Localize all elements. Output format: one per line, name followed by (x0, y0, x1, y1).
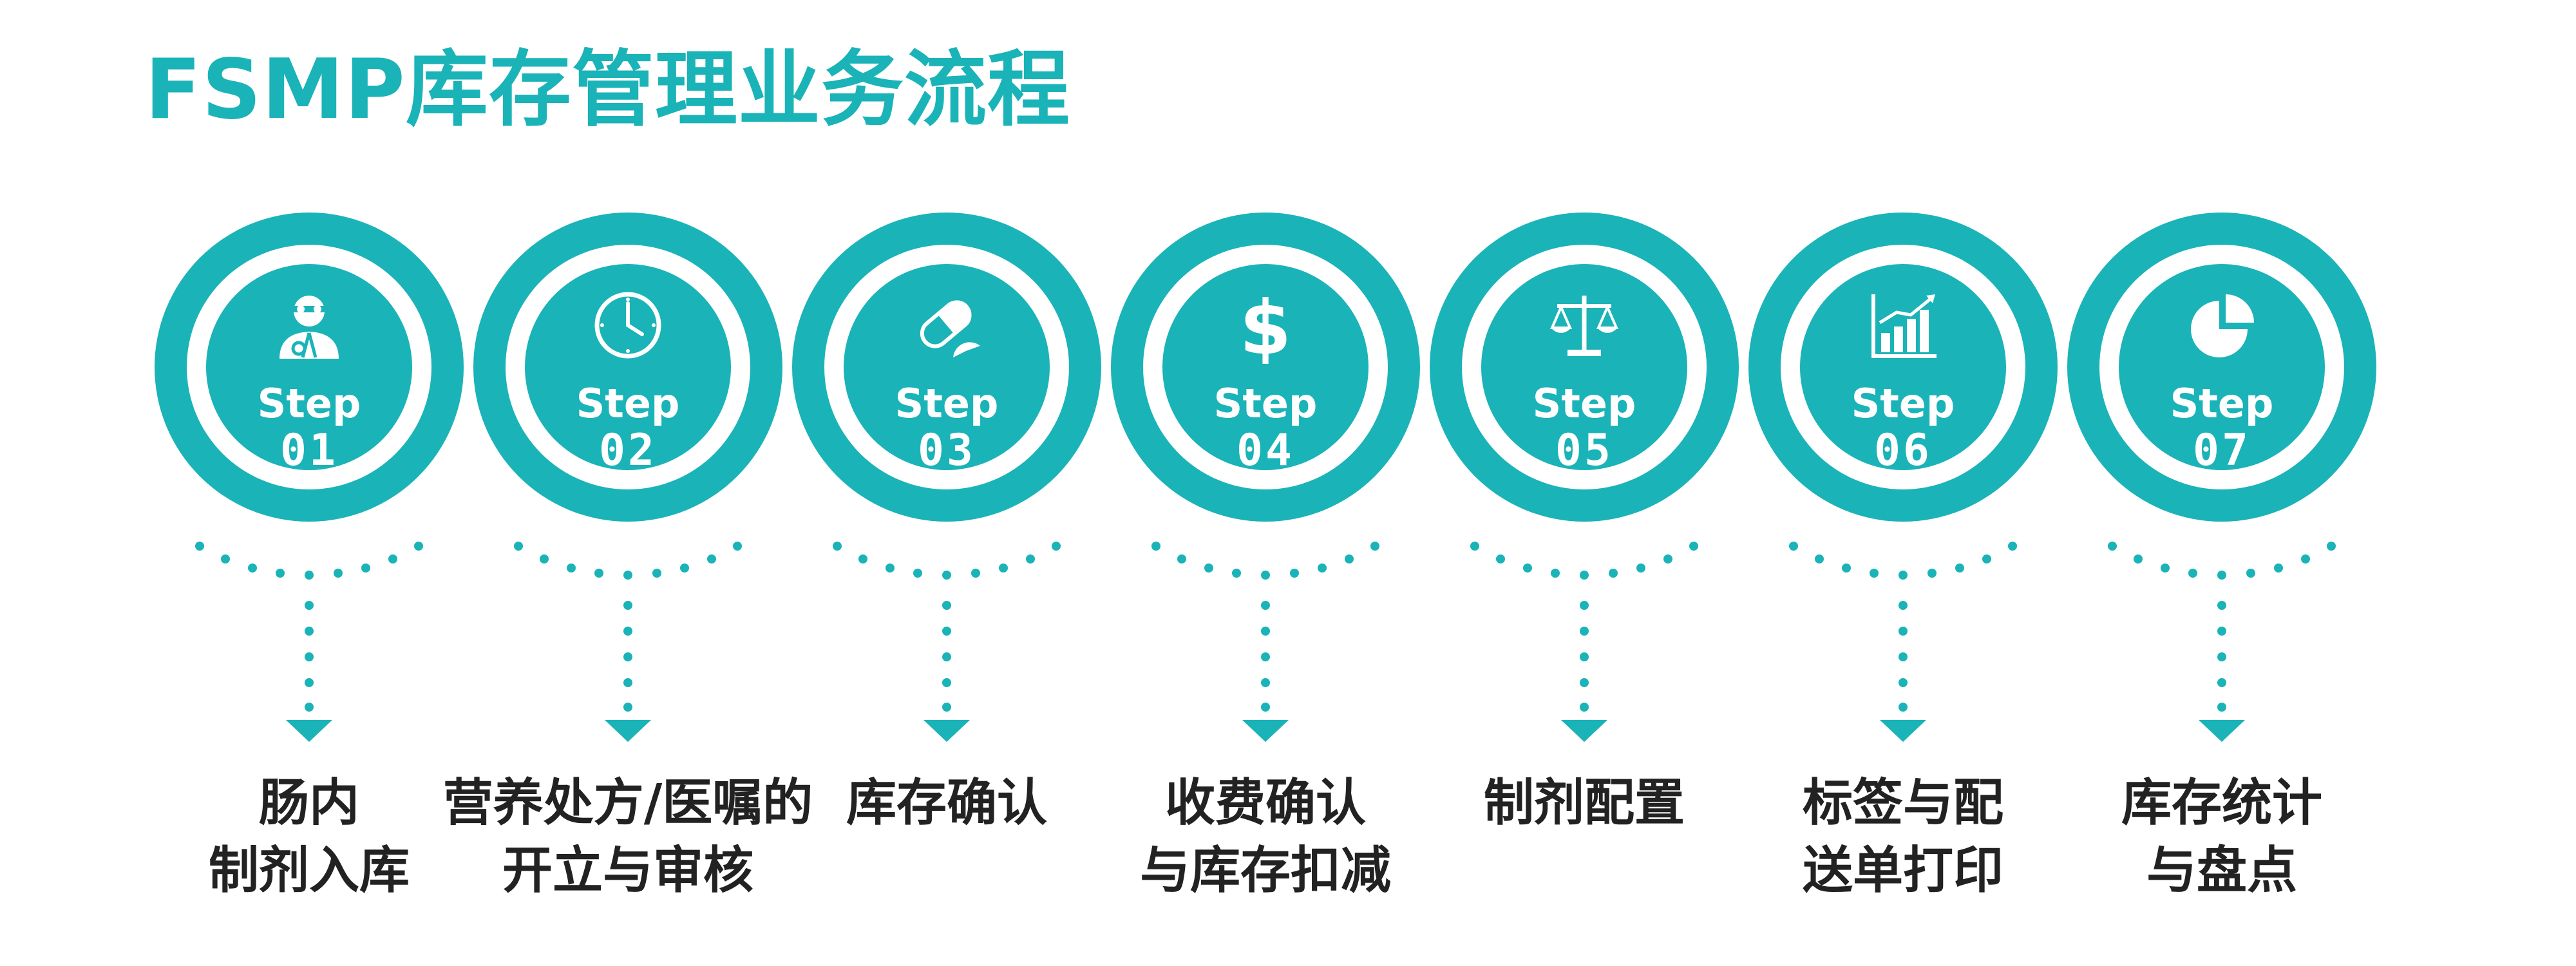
step-inner-circle (1162, 264, 1368, 470)
step-04: $ Step 04 (1111, 213, 1420, 522)
label-line: 制剂配置 (1483, 774, 1685, 832)
step-number: 02 (599, 425, 657, 476)
step-number: 07 (2193, 425, 2251, 476)
step-07-connector (2108, 542, 2336, 742)
label-line: 肠内 (258, 774, 359, 832)
label-line: 库存统计 (2121, 774, 2322, 832)
step-word: Step (1213, 380, 1318, 427)
step-06: Step 06 (1748, 213, 2058, 522)
label-line: 标签与配 (1802, 774, 2003, 832)
step-inner-circle (2119, 264, 2325, 470)
step-04-connector (1151, 542, 1379, 742)
step-02-label: 营养处方/医嘱的 开立与审核 (435, 770, 821, 905)
step-number: 01 (280, 425, 338, 476)
step-word: Step (895, 380, 999, 427)
step-number: 03 (918, 425, 976, 476)
step-07: Step 07 (2067, 213, 2376, 522)
label-line: 开立与审核 (502, 842, 753, 900)
step-01: Step 01 (155, 213, 464, 522)
step-06-connector (1789, 542, 2017, 742)
label-line: 制剂入库 (208, 842, 410, 900)
label-line: 营养处方/医嘱的 (442, 774, 813, 832)
step-04-label: 收费确认 与库存扣减 (1072, 770, 1459, 905)
step-number: 05 (1555, 425, 1613, 476)
bar-chart-icon (1871, 294, 1937, 358)
label-line: 与库存扣减 (1139, 842, 1391, 900)
step-01-connector (195, 542, 423, 742)
step-word: Step (1851, 380, 1955, 427)
dollar-icon: $ (1240, 287, 1292, 364)
step-word: Step (2170, 380, 2274, 427)
step-02: Step 02 (473, 213, 782, 522)
step-inner-circle (1800, 264, 2006, 470)
step-word: Step (576, 380, 680, 427)
step-03: Step 03 (792, 213, 1101, 522)
label-line: 送单打印 (1802, 842, 2003, 900)
pie-chart-icon (2191, 294, 2254, 357)
scale-icon (1549, 296, 1619, 356)
page-title: FSMP库存管理业务流程 (145, 42, 1070, 138)
label-line: 与盘点 (2146, 842, 2297, 900)
step-word: Step (257, 380, 361, 427)
label-line: 库存确认 (846, 774, 1047, 832)
pill-icon (920, 300, 980, 357)
label-line: 收费确认 (1164, 774, 1366, 832)
step-07-label: 库存统计 与盘点 (2029, 770, 2415, 905)
step-05: Step 05 (1430, 213, 1739, 522)
step-number: 04 (1236, 425, 1294, 476)
step-01-label: 肠内 制剂入库 (116, 770, 502, 905)
step-inner-circle (844, 264, 1050, 470)
svg-text:$: $ (1240, 287, 1292, 364)
step-02-connector (514, 542, 742, 742)
clock-icon (594, 292, 661, 359)
step-word: Step (1532, 380, 1636, 427)
step-05-connector (1470, 542, 1698, 742)
doctor-icon (279, 296, 339, 359)
step-06-label: 标签与配 送单打印 (1710, 770, 2096, 905)
step-03-label: 库存确认 (753, 770, 1140, 837)
step-05-label: 制剂配置 (1391, 770, 1777, 837)
step-03-connector (833, 542, 1061, 742)
step-number: 06 (1874, 425, 1932, 476)
